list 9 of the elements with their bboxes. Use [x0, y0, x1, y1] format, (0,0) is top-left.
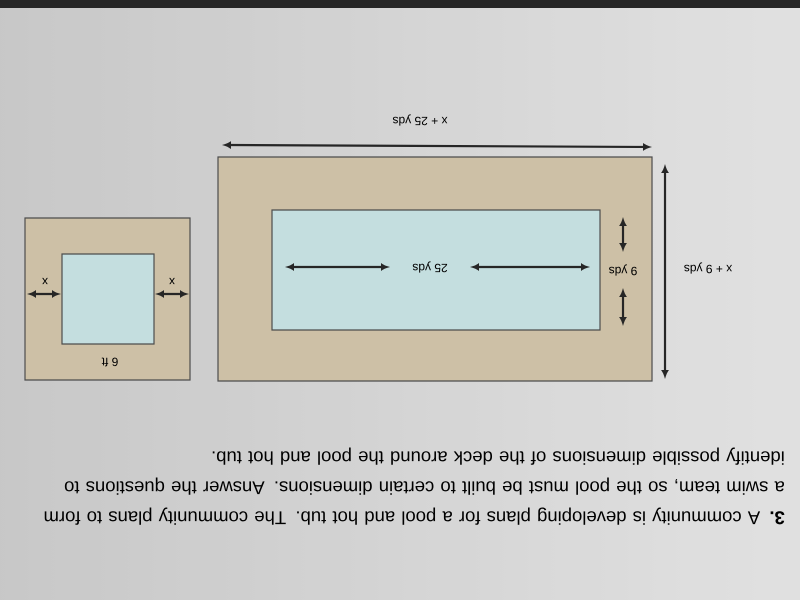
dimension-label: x + 9 yds	[684, 262, 732, 274]
hot-tub	[61, 253, 155, 345]
dimension-label: 6 ft	[102, 358, 118, 366]
dimension-label: x	[169, 278, 175, 284]
dimension-label: x + 25 yds	[392, 114, 448, 126]
pool	[271, 209, 601, 331]
dimension-label: x	[42, 278, 48, 284]
dimension-label: 25 yds	[412, 261, 448, 273]
question-text: 3. A community is developing plans for a pool and hot tub. The community plans to form a swim team, so the pool must be built to certain dimensions. Answer the questions to identify possible dimensions of the deck around the pool and hot tub.	[44, 448, 784, 525]
